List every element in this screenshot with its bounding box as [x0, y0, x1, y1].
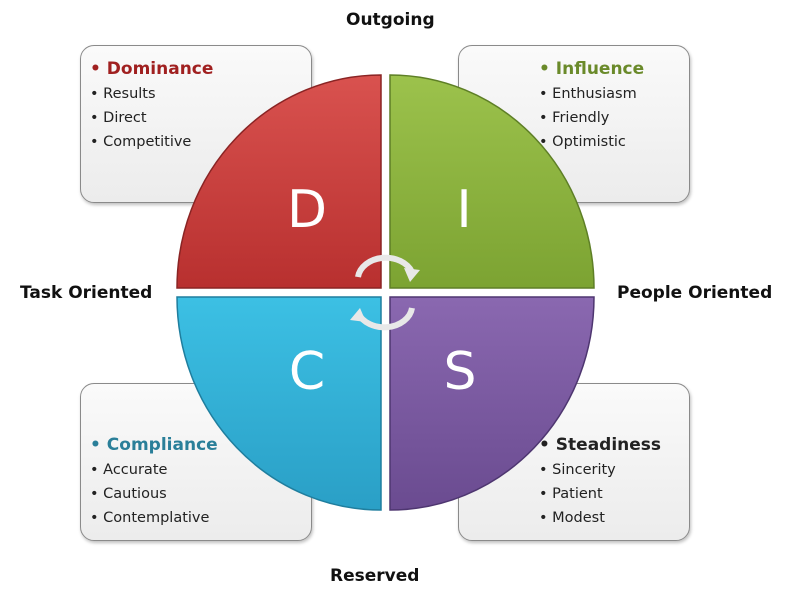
letter-i: I	[456, 180, 472, 240]
trait: Competitive	[90, 130, 213, 154]
quadrant-i	[389, 74, 595, 289]
axis-label-bottom: Reserved	[330, 566, 420, 586]
quadrant-s	[389, 296, 595, 511]
trait: Results	[90, 82, 213, 106]
trait: Modest	[539, 506, 661, 530]
trait: Friendly	[539, 106, 644, 130]
letter-c: C	[288, 342, 326, 402]
letter-d: D	[286, 180, 328, 240]
steadiness-title: Steadiness	[539, 432, 661, 458]
compliance-title: Compliance	[90, 432, 218, 458]
axis-label-top: Outgoing	[346, 10, 435, 30]
cycle-arrows-icon	[350, 254, 420, 331]
quadrant-c	[176, 296, 382, 511]
trait: Accurate	[90, 458, 218, 482]
trait: Patient	[539, 482, 661, 506]
trait: Enthusiasm	[539, 82, 644, 106]
trait: Direct	[90, 106, 213, 130]
trait: Contemplative	[90, 506, 218, 530]
trait: Optimistic	[539, 130, 644, 154]
axis-label-left: Task Oriented	[20, 283, 153, 303]
trait: Cautious	[90, 482, 218, 506]
dominance-title: Dominance	[90, 56, 214, 82]
quadrant-d	[176, 74, 382, 289]
axis-label-right: People Oriented	[617, 283, 773, 303]
letter-s: S	[443, 342, 477, 402]
trait: Sincerity	[539, 458, 661, 482]
influence-title: Influence	[539, 56, 644, 82]
